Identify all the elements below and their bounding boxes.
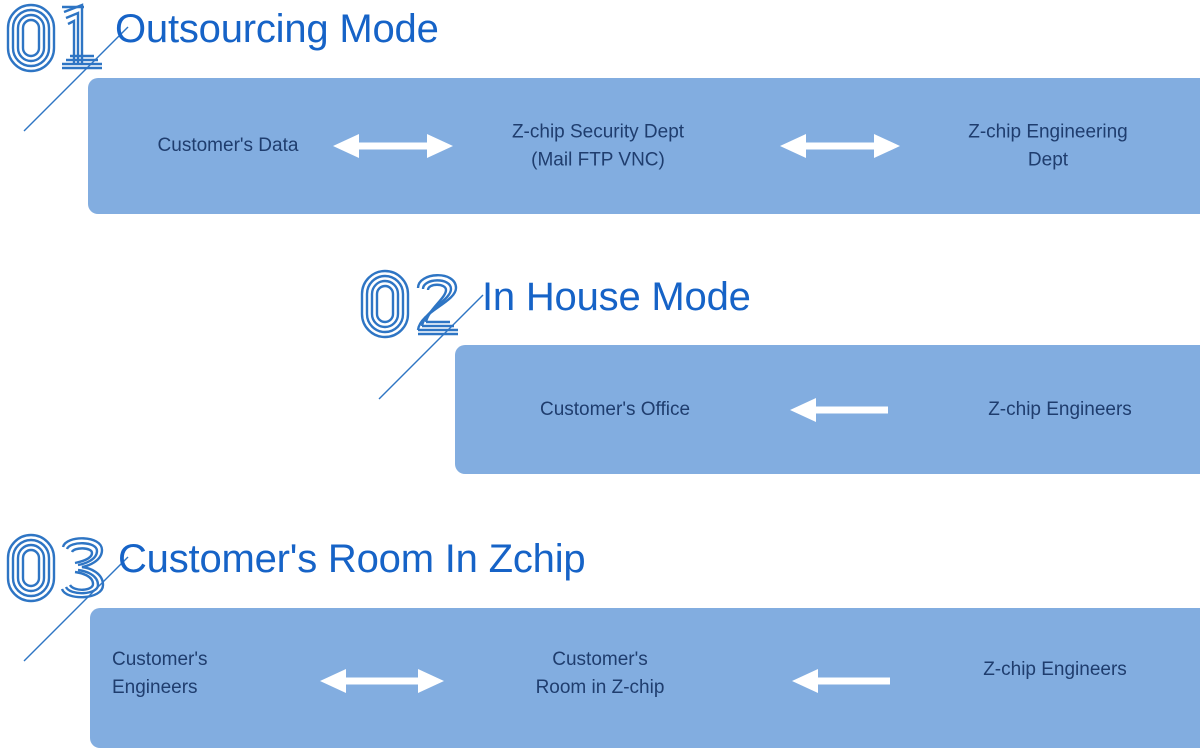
section-heading-03: Customer's Room In Zchip [118,537,586,581]
bar-03-cell-2: Customer's Room in Z-chip [535,649,665,698]
bar-02-arrow-1 [790,397,888,423]
diagram-bar-01: Customer's Data Z-chip Security Dept (Ma… [88,78,1200,214]
bar-02-cell-2: Z-chip Engineers [988,398,1132,420]
step-number-01 [4,2,114,74]
connector-line-03 [23,556,129,662]
bar-01-arrow-2 [780,133,900,159]
diagram-bar-02: Customer's Office Z-chip Engineers [455,345,1200,474]
bar-03-arrow-2 [792,668,890,694]
step-number-03 [4,532,119,604]
step-number-02 [358,268,473,340]
section-heading-01: Outsourcing Mode [115,7,439,51]
bar-03-arrow-1 [320,668,444,694]
section-heading-02: In House Mode [482,275,751,319]
connector-line-01 [23,26,129,132]
bar-01-cell-2: Z-chip Security Dept (Mail FTP VNC) [511,121,685,170]
bar-01-cell-1: Customer's Data [157,135,299,157]
bar-03-cell-3: Z-chip Engineers [983,659,1127,680]
bar-02-cell-1: Customer's Office [539,398,691,420]
connector-line-02 [378,294,484,400]
bar-01-arrow-1 [333,133,453,159]
bar-01-cell-3: Z-chip Engineering Dept [968,121,1128,170]
diagram-bar-03: Customer's Engineers Customer's Room in … [90,608,1200,748]
bar-03-cell-1: Customer's Engineers [112,649,208,698]
